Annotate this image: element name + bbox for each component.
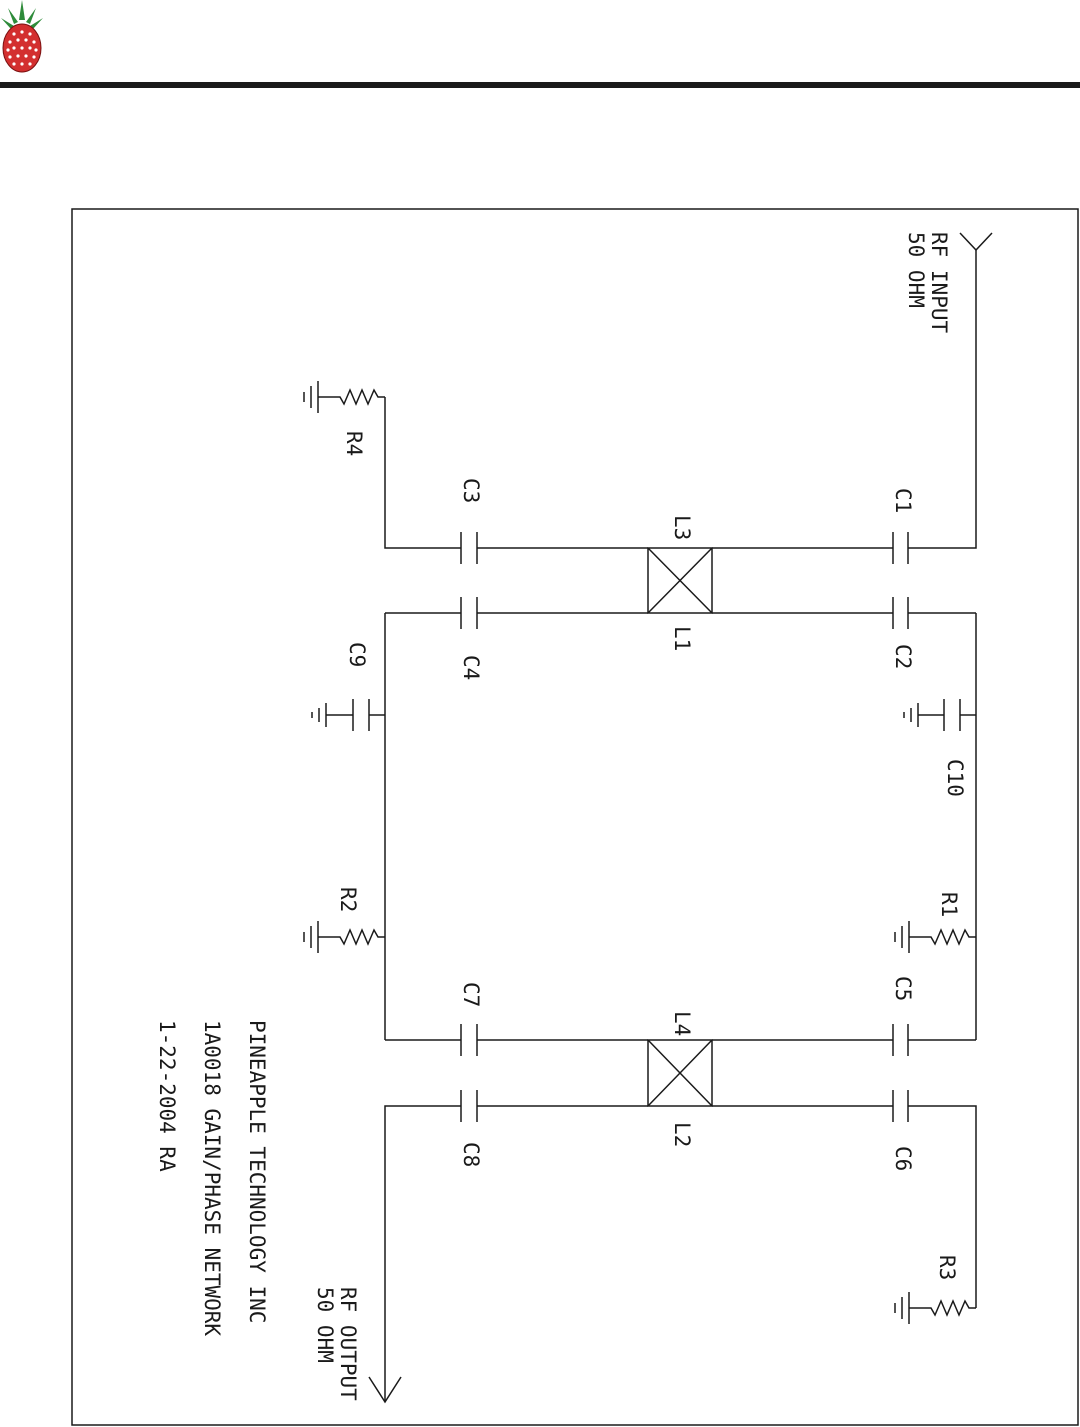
label-c3: C3: [459, 478, 483, 503]
label-c9: C9: [345, 642, 369, 667]
label-r3: R3: [935, 1255, 959, 1280]
capacitor-c10: [904, 699, 976, 731]
resistor-r4: [304, 381, 385, 413]
label-l3: L3: [670, 515, 694, 540]
label-c10: C10: [943, 759, 967, 797]
capacitor-c7: [461, 1024, 477, 1056]
label-l4: L4: [670, 1011, 694, 1036]
label-c7: C7: [459, 982, 483, 1007]
capacitor-c8: [461, 1090, 477, 1122]
label-r4: R4: [342, 431, 366, 456]
wire-c3-r4: [385, 397, 461, 548]
title-date: 1-22-2004 RA: [155, 1020, 179, 1172]
capacitor-c5: [893, 1024, 908, 1056]
label-c6: C6: [891, 1146, 915, 1171]
label-rf-input: RF INPUT: [927, 232, 951, 334]
rf-input-arrow: [960, 233, 992, 250]
label-rf-input-ohm: 50 OHM: [904, 232, 928, 308]
resistor-r2: [304, 921, 385, 953]
label-rf-output: RF OUTPUT: [336, 1287, 360, 1401]
capacitor-c2: [893, 597, 908, 629]
resistor-r3: [895, 1292, 976, 1324]
title-company: PINEAPPLE TECHNOLOGY INC: [245, 1020, 269, 1323]
label-r2: R2: [336, 887, 360, 912]
capacitor-c9: [312, 699, 385, 731]
title-part: 1A0018 GAIN/PHASE NETWORK: [200, 1020, 224, 1336]
capacitor-c6: [893, 1090, 908, 1122]
label-l1: L1: [670, 626, 694, 651]
capacitor-c3: [461, 532, 477, 564]
resistor-r1: [895, 921, 976, 953]
label-c1: C1: [891, 488, 915, 513]
label-r1: R1: [937, 892, 961, 917]
transformer-l3-l1: [648, 548, 712, 613]
label-c4: C4: [459, 655, 483, 680]
label-l2: L2: [670, 1122, 694, 1147]
capacitor-c4: [461, 597, 477, 629]
label-c8: C8: [459, 1142, 483, 1167]
capacitor-c1: [893, 532, 908, 564]
label-c2: C2: [891, 644, 915, 669]
transformer-l4-l2: [648, 1040, 712, 1106]
wire-c8-output: [385, 1106, 461, 1402]
label-rf-output-ohm: 50 OHM: [313, 1287, 337, 1363]
label-c5: C5: [891, 976, 915, 1001]
